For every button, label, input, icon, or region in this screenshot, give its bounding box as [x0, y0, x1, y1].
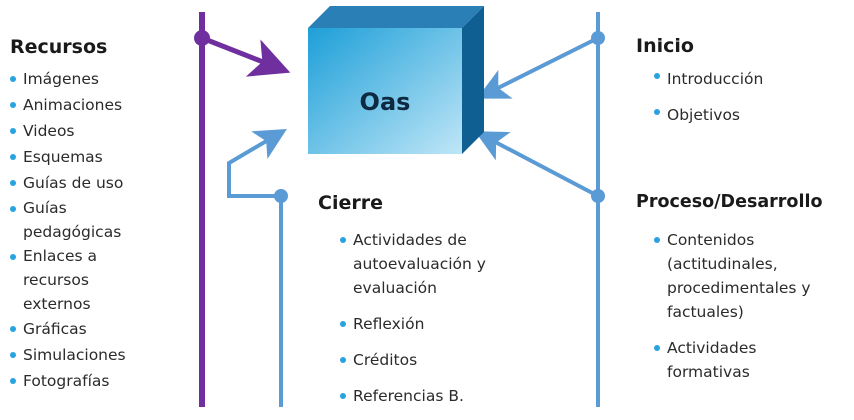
cierre-list: Actividades de autoevaluación y evaluaci… [338, 228, 553, 420]
recursos-dot [194, 30, 210, 46]
list-item: Introducción [652, 64, 842, 94]
inicio-dot [591, 31, 605, 45]
proceso-connector-arrow [474, 131, 599, 198]
list-item: Guías pedagógicas [8, 196, 168, 244]
cube-front-face [308, 28, 462, 154]
list-item: Videos [8, 118, 178, 144]
proceso-dot [591, 189, 605, 203]
list-item: Créditos [338, 348, 553, 372]
list-item: Fotografías [8, 368, 178, 394]
list-item: Simulaciones [8, 342, 178, 368]
oas-cube [308, 6, 484, 154]
cube-label: Oas [359, 88, 411, 116]
cierre-dot [274, 189, 288, 203]
list-item: Referencias B. [338, 384, 553, 408]
list-item: Esquemas [8, 144, 178, 170]
cierre-title: Cierre [318, 192, 383, 214]
list-item: Imágenes [8, 66, 178, 92]
recursos-title: Recursos [10, 36, 108, 58]
list-item: Animaciones [8, 92, 178, 118]
proceso-title: Proceso/Desarrollo [636, 192, 823, 212]
list-item: Actividades de autoevaluación y evaluaci… [338, 228, 528, 300]
cube-side-face [462, 6, 484, 154]
list-item: Gráficas [8, 316, 178, 342]
proceso-list: Contenidos (actitudinales, procedimental… [652, 228, 848, 396]
inicio-title: Inicio [636, 35, 694, 57]
list-item: Objetivos [652, 100, 842, 130]
inicio-list: Introducción Objetivos [652, 64, 842, 136]
recursos-connector-arrow [201, 35, 291, 77]
list-item: Actividades formativas [652, 336, 817, 384]
inicio-connector-arrow [476, 36, 599, 99]
list-item: Enlaces a recursos externos [8, 244, 133, 316]
list-item: Contenidos (actitudinales, procedimental… [652, 228, 848, 324]
recursos-list: Imágenes Animaciones Videos Esquemas Guí… [8, 66, 178, 394]
cierre-connector-arrow [227, 128, 287, 198]
list-item: Reflexión [338, 312, 553, 336]
cube-top-face [308, 6, 484, 28]
diagram-canvas [194, 6, 605, 407]
list-item: Guías de uso [8, 170, 178, 196]
